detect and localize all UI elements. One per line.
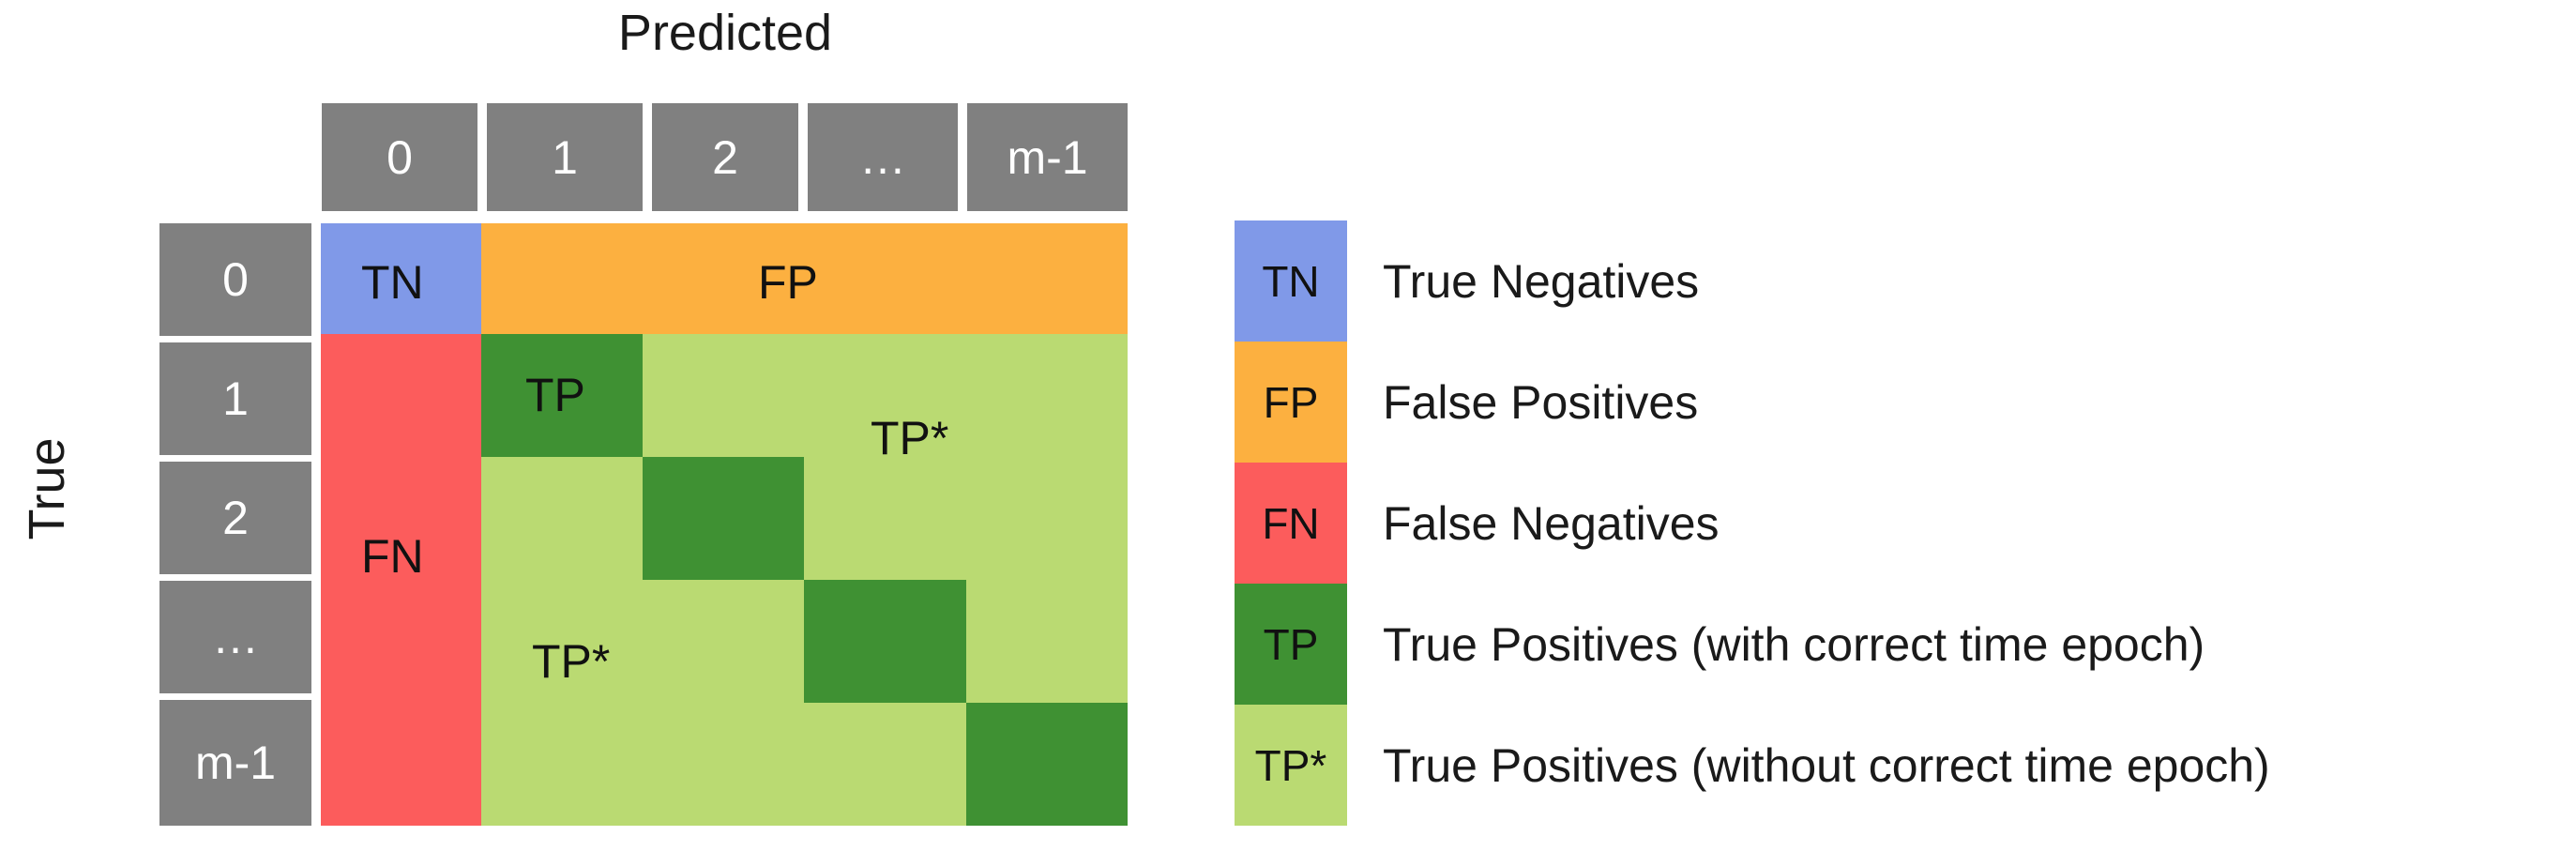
true-axis-title: True: [19, 437, 75, 540]
column-header-2: 2: [652, 103, 798, 211]
label-tp-star-lower: TP*: [532, 635, 611, 688]
column-header-m-1: m-1: [967, 103, 1128, 211]
cell-false-positive: [481, 223, 1128, 334]
row-header-1: 1: [159, 342, 311, 455]
column-header-ellipsis: …: [808, 103, 958, 211]
legend-item-fp: FP False Positives: [1235, 342, 2548, 463]
label-tp-star-upper: TP*: [871, 412, 949, 464]
legend-item-fn: FN False Negatives: [1235, 463, 2548, 584]
label-tn: TN: [361, 256, 424, 309]
column-header-1: 1: [487, 103, 643, 211]
legend-label-tp-star: True Positives (without correct time epo…: [1383, 738, 2270, 792]
legend-swatch-fn: FN: [1235, 463, 1347, 584]
cell-true-negative: [321, 223, 481, 334]
row-header-m-1: m-1: [159, 700, 311, 826]
confusion-matrix-body: TN FP FN TP TP* TP*: [321, 223, 1128, 826]
legend: TN True Negatives FP False Positives FN …: [1235, 220, 2548, 826]
cell-true-positive-diagonal-2: [643, 457, 804, 580]
row-header-ellipsis: …: [159, 581, 311, 693]
legend-item-tp: TP True Positives (with correct time epo…: [1235, 584, 2548, 705]
column-header-0: 0: [322, 103, 477, 211]
cell-true-positive-diagonal-1: [481, 334, 643, 457]
cell-true-positive-diagonal-3: [804, 580, 966, 703]
legend-label-fp: False Positives: [1383, 375, 1699, 429]
legend-swatch-tp: TP: [1235, 584, 1347, 705]
row-header-0: 0: [159, 223, 311, 336]
cell-false-negative: [321, 334, 481, 826]
row-header-2: 2: [159, 462, 311, 574]
legend-item-tp-star: TP* True Positives (without correct time…: [1235, 705, 2548, 826]
legend-item-tn: TN True Negatives: [1235, 220, 2548, 342]
label-fn: FN: [361, 530, 424, 583]
cell-true-positive-diagonal-4: [966, 703, 1128, 826]
legend-label-fn: False Negatives: [1383, 496, 1720, 550]
legend-label-tp: True Positives (with correct time epoch): [1383, 617, 2205, 671]
label-fp: FP: [758, 256, 818, 309]
legend-swatch-fp: FP: [1235, 342, 1347, 463]
legend-label-tn: True Negatives: [1383, 254, 1700, 308]
label-tp: TP: [525, 369, 585, 421]
legend-swatch-tp-star: TP*: [1235, 705, 1347, 826]
predicted-axis-title: Predicted: [617, 5, 833, 61]
legend-swatch-tn: TN: [1235, 220, 1347, 342]
